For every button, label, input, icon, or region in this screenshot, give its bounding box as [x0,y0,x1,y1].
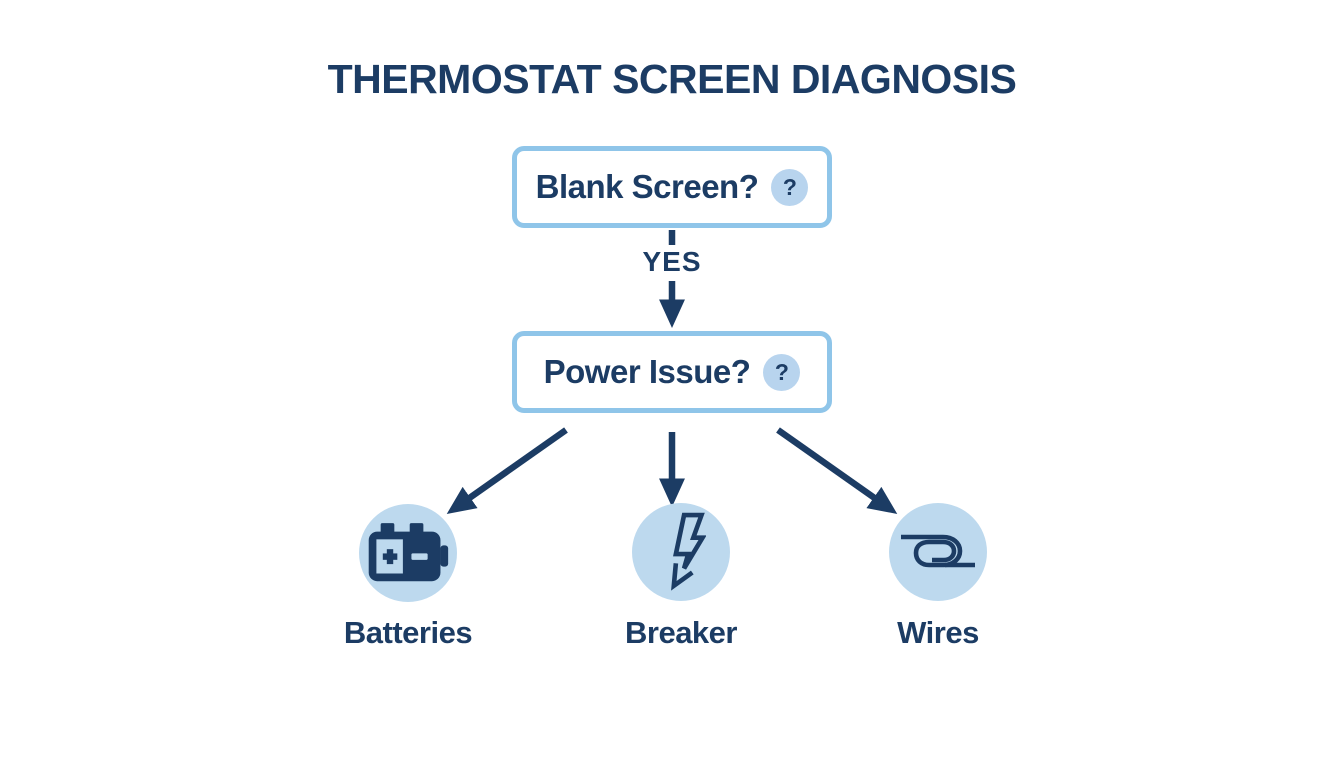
yes-edge-label: YES [642,246,702,277]
breaker-label: Breaker [625,615,737,650]
coiled-wire-icon [901,534,975,568]
arrow-to-wires [776,427,898,514]
arrow-to-batteries [446,427,568,514]
breaker-node [632,503,730,601]
batteries-node [359,504,457,602]
battery-icon [368,523,449,582]
wires-label: Wires [897,615,979,650]
wires-node [889,503,987,601]
question-label: Blank Screen? [535,168,759,205]
page-title: THERMOSTAT SCREEN DIAGNOSIS [327,56,1017,102]
question-box-power-issue: Power Issue? ? [512,331,832,413]
batteries-label: Batteries [343,615,473,650]
question-label: Power Issue? [543,353,751,390]
question-mark-icon: ? [771,168,809,206]
question-mark-icon: ? [763,353,801,391]
lightning-bolt-icon [671,512,706,591]
question-box-blank-screen: Blank Screen? ? [512,146,832,228]
